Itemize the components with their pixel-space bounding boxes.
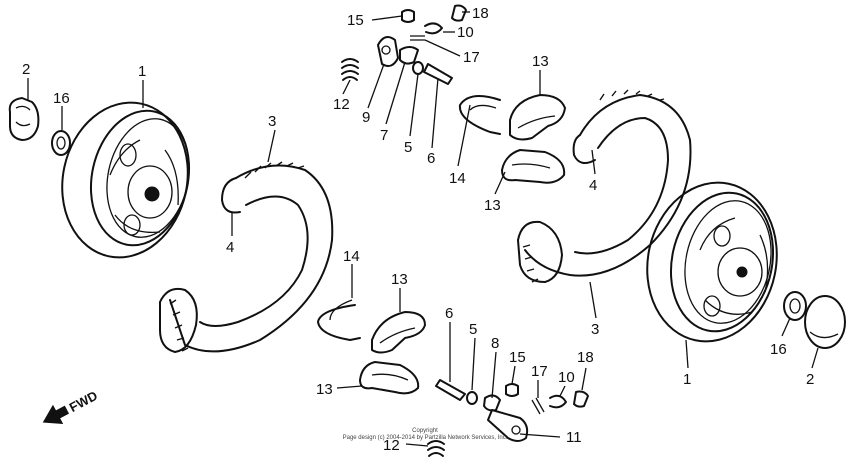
left-tire [159,161,334,353]
left-hub-cap [8,97,40,141]
right-collar [783,291,807,321]
callout-16-left: 16 [53,90,70,107]
bottom-small-parts [427,379,589,457]
callout-15-top: 15 [347,12,364,29]
callout-1-right: 1 [683,371,691,388]
forward-direction-arrow: FWD [42,388,100,424]
callout-18-bottom: 18 [577,349,594,366]
callout-14-bottom: 14 [343,248,360,265]
callout-14-top: 14 [449,170,466,187]
left-collar [51,130,71,156]
callout-8-bottom: 8 [491,335,499,352]
callout-3-left: 3 [268,113,276,130]
brake-spring-bottom [317,299,361,341]
callout-13-top-a: 13 [532,53,549,70]
callout-labels: 1 2 16 3 4 14 13 13 15 18 10 17 12 9 7 5… [22,5,814,454]
brake-shoes-bottom [359,311,426,395]
callout-6-top: 6 [427,150,435,167]
callout-4-right: 4 [589,177,597,194]
callout-7-top: 7 [380,127,388,144]
callout-9-top: 9 [362,109,370,126]
callout-3-right: 3 [591,321,599,338]
callout-6-bottom: 6 [445,305,453,322]
callout-12-bottom: 12 [383,437,400,454]
right-wheel-rim [646,181,778,343]
brake-spring-top [458,95,501,135]
callout-2-right: 2 [806,371,814,388]
leader-lines [27,11,819,447]
copyright-line-1: Copyright [412,428,438,434]
callout-18-top: 18 [472,5,489,22]
callout-10-top: 10 [457,24,474,41]
callout-2-left: 2 [22,61,30,78]
copyright-line-2: Page design (c) 2004-2014 by Partzilla N… [342,435,508,441]
left-wheel-rim [61,101,191,259]
callout-12-top: 12 [333,96,350,113]
top-small-parts [341,4,467,85]
right-tire [517,89,692,283]
callout-5-bottom: 5 [469,321,477,338]
callout-13-bottom-b: 13 [316,381,333,398]
callout-16-right: 16 [770,341,787,358]
callout-15-bottom: 15 [509,349,526,366]
callout-5-top: 5 [404,139,412,156]
callout-4-left: 4 [226,239,234,256]
callout-1-left: 1 [138,63,146,80]
arrow-icon [42,404,70,424]
brake-shoes-top [501,94,566,184]
callout-17-top: 17 [463,49,480,66]
callout-17-bottom: 17 [531,363,548,380]
callout-13-top-b: 13 [484,197,501,214]
callout-13-bottom-a: 13 [391,271,408,288]
fwd-label: FWD [67,388,100,415]
right-hub-cap [804,295,846,349]
callout-10-bottom: 10 [558,369,575,386]
callout-11-bottom: 11 [566,429,582,446]
copyright-notice: Copyright Page design (c) 2004-2014 by P… [300,428,550,442]
